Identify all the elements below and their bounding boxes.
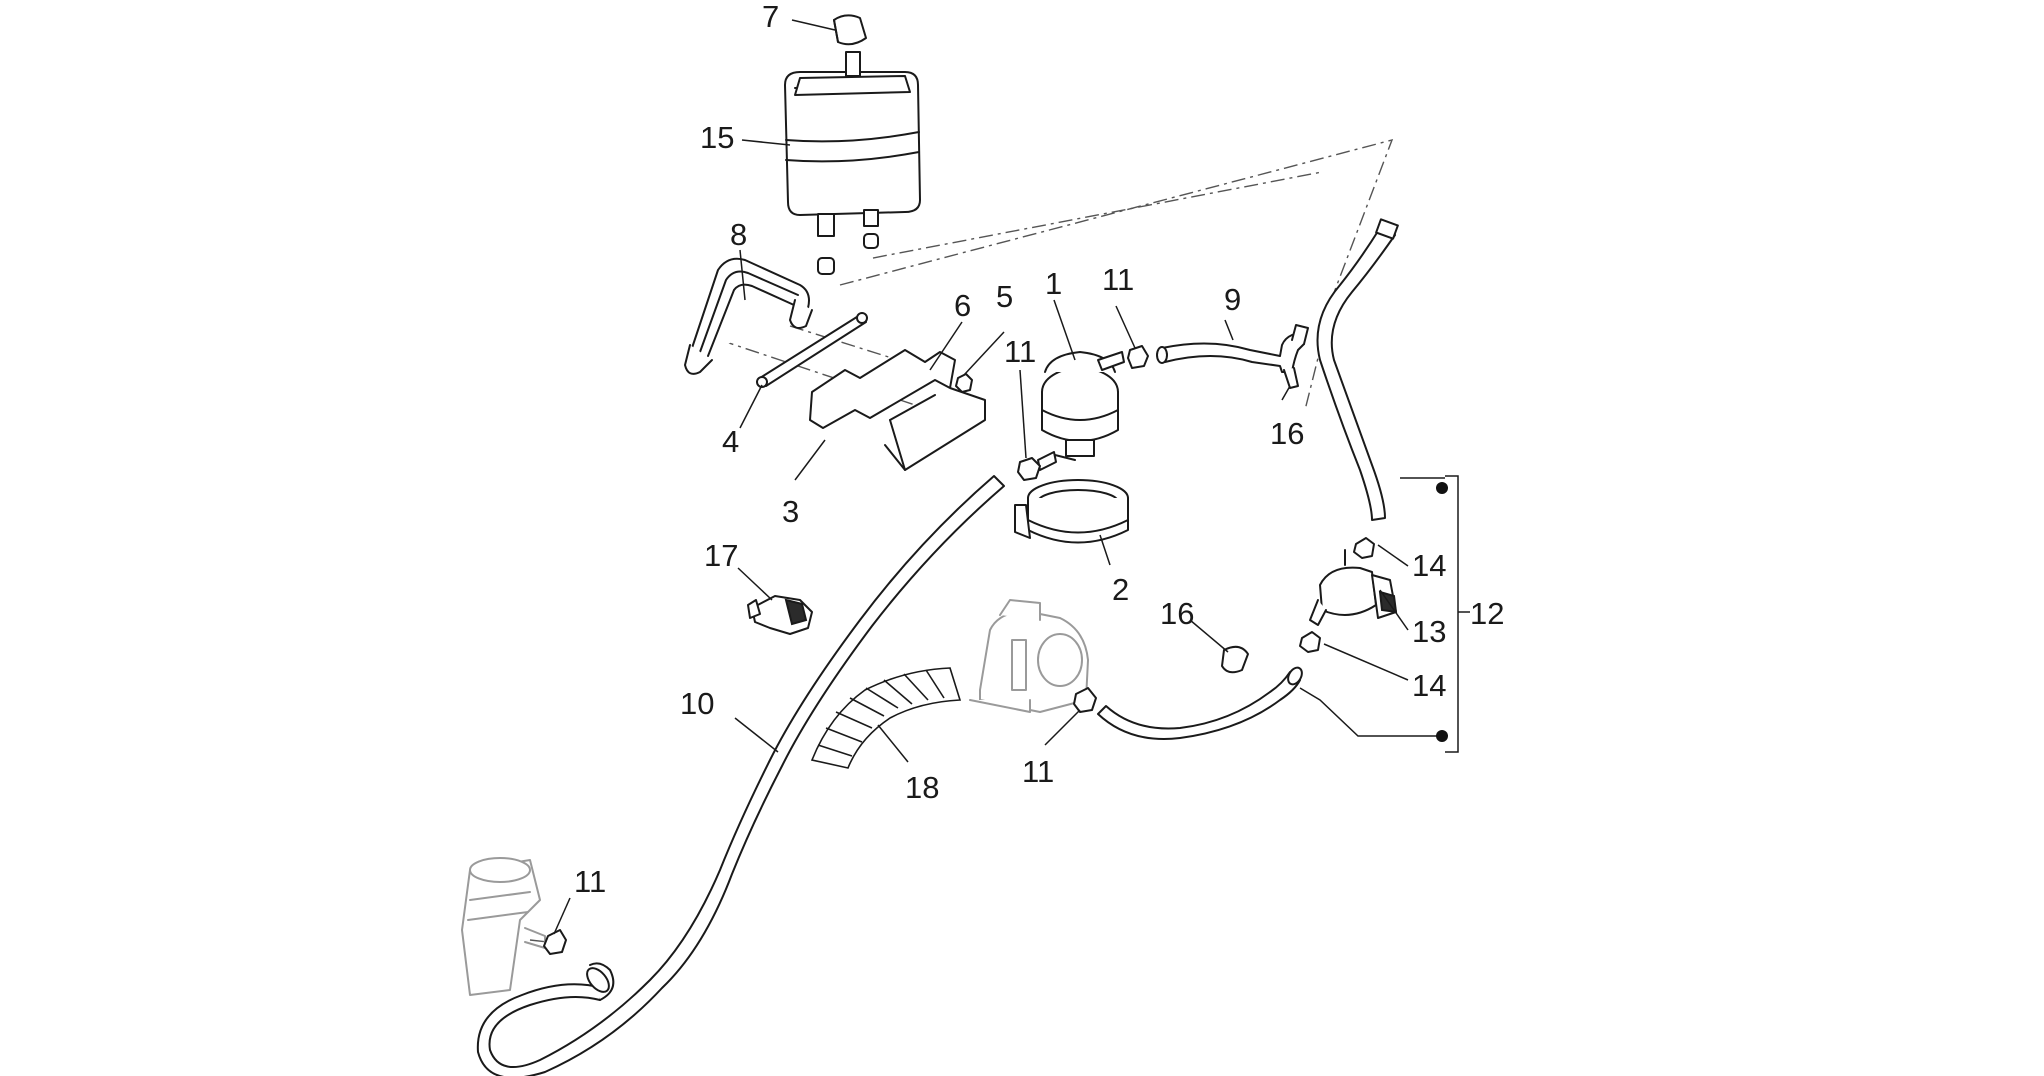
clip-14-upper bbox=[1353, 537, 1375, 559]
group-12-dot-lower bbox=[1436, 730, 1448, 742]
callout-18: 18 bbox=[905, 770, 939, 805]
strap-8 bbox=[684, 257, 813, 375]
bracket-6 bbox=[809, 349, 986, 471]
callout-15: 15 bbox=[700, 120, 734, 155]
vent-hose-lower bbox=[1097, 666, 1303, 740]
sleeve-18 bbox=[810, 667, 962, 769]
clamp-2 bbox=[1014, 479, 1129, 544]
callout-14-upper: 14 bbox=[1412, 548, 1446, 583]
callout-16-upper: 16 bbox=[1270, 416, 1304, 451]
filler-neck bbox=[461, 857, 546, 996]
leader-lines bbox=[553, 19, 1470, 935]
clip-16-upper bbox=[1283, 367, 1299, 389]
clip-11-bottom bbox=[543, 929, 567, 955]
callout-4: 4 bbox=[722, 424, 739, 459]
callout-14-lower: 14 bbox=[1412, 668, 1446, 703]
callout-11-lower: 11 bbox=[1022, 754, 1054, 789]
callout-3: 3 bbox=[782, 494, 799, 529]
callout-8: 8 bbox=[730, 217, 747, 252]
connector-17 bbox=[747, 595, 813, 635]
group-12-dot-upper bbox=[1436, 482, 1448, 494]
callout-9: 9 bbox=[1224, 282, 1241, 317]
nut-5 bbox=[955, 373, 973, 393]
callout-17: 17 bbox=[704, 538, 738, 573]
throttle-body bbox=[969, 599, 1089, 713]
rod-4 bbox=[756, 312, 868, 388]
clip-11-lower bbox=[1073, 687, 1097, 713]
hose-10 bbox=[476, 475, 1005, 1076]
clip-11-filter bbox=[1017, 457, 1041, 481]
grommet-16-lower bbox=[1221, 645, 1249, 674]
filter-1 bbox=[1037, 351, 1125, 471]
vent-hose-right bbox=[1316, 218, 1399, 521]
callout-5: 5 bbox=[996, 279, 1013, 314]
cap-7 bbox=[833, 14, 867, 46]
valve-13 bbox=[1309, 549, 1398, 626]
callout-6: 6 bbox=[954, 288, 971, 323]
callout-16-lower: 16 bbox=[1160, 596, 1194, 631]
callout-11-top: 11 bbox=[1102, 262, 1134, 297]
callout-7: 7 bbox=[762, 0, 779, 34]
clip-14-lower bbox=[1299, 631, 1321, 653]
canister bbox=[784, 51, 921, 237]
callout-11-bottom: 11 bbox=[574, 864, 606, 899]
callout-10: 10 bbox=[680, 686, 714, 721]
callout-2: 2 bbox=[1112, 572, 1129, 607]
clip-11-top bbox=[1127, 345, 1149, 369]
callout-1: 1 bbox=[1045, 266, 1062, 301]
callout-12: 12 bbox=[1470, 596, 1504, 631]
hose-9 bbox=[1156, 324, 1309, 373]
callout-11-filter: 11 bbox=[1004, 334, 1036, 369]
canister-plugs bbox=[817, 233, 879, 275]
callout-13: 13 bbox=[1412, 614, 1446, 649]
